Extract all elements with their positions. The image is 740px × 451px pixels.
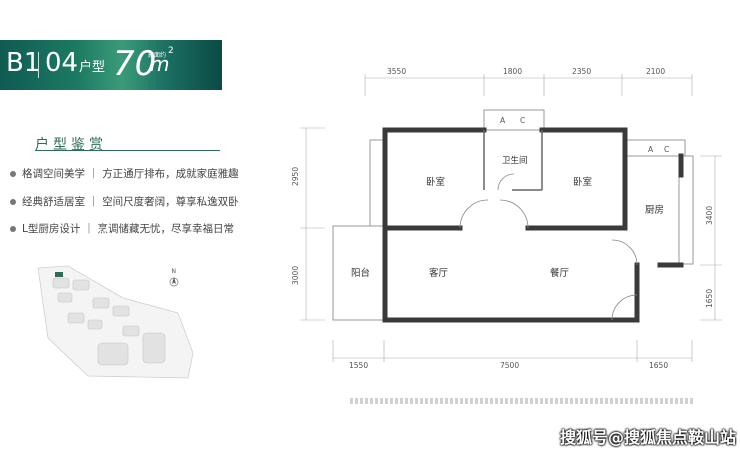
walls — [382, 127, 684, 323]
feature-title: 格调空间美学 — [22, 168, 85, 180]
feature-item: L型厨房设计 ｜ 烹调储藏无忧，尽享幸福日常 — [6, 221, 234, 236]
dim-top-3: 2350 — [572, 67, 591, 76]
dim-left-2: 3000 — [291, 266, 300, 285]
dim-bottom-2: 7500 — [500, 361, 519, 370]
room-bedroom-2: 卧室 — [573, 176, 592, 188]
compass-icon: N — [169, 268, 179, 287]
site-plan-minimap: N — [37, 265, 194, 379]
dim-bottom-1: 1550 — [349, 361, 368, 370]
block-label: B1 — [6, 48, 41, 78]
dim-right-2: 1650 — [705, 289, 714, 308]
dim-left-1: 2950 — [291, 167, 300, 186]
room-bathroom: 卫生间 — [502, 155, 528, 166]
dim-bottom-3: 1650 — [649, 361, 668, 370]
dim-top-1: 3550 — [387, 67, 406, 76]
feature-item: 经典舒适居室 ｜ 空间尺度奢阔，尊享私逸双卧 — [6, 194, 239, 209]
watermark: 搜狐号@搜狐焦点鞍山站 — [560, 428, 737, 447]
unit-number: 04 — [45, 48, 79, 78]
ac-label: A — [500, 116, 506, 125]
dim-top-2: 1800 — [503, 67, 522, 76]
feature-desc: 空间尺度奢阔，尊享私逸双卧 — [102, 196, 239, 208]
dim-top-4: 2100 — [646, 67, 665, 76]
ac-label: C — [664, 145, 669, 154]
ac-label: C — [520, 116, 525, 125]
room-balcony: 阳台 — [351, 267, 370, 279]
unit-type-label: 户型 — [79, 60, 106, 75]
room-bedroom-1: 卧室 — [426, 176, 445, 188]
highlight-building-icon — [55, 272, 63, 277]
bullet-icon — [10, 226, 16, 232]
feature-desc: 方正通厅排布，成就家庭雅趣 — [102, 168, 239, 180]
feature-desc: 烹调储藏无忧，尽享幸福日常 — [97, 223, 235, 235]
dimension-lines — [300, 74, 722, 362]
disclaimer-fine-print — [350, 398, 695, 404]
feature-title: 经典舒适居室 — [22, 196, 85, 208]
bullet-icon — [10, 199, 16, 205]
interior-partitions — [483, 130, 543, 191]
feature-title: L型厨房设计 — [22, 223, 81, 235]
section-title: 户型鉴赏 — [35, 137, 107, 153]
dim-right-1: 3400 — [705, 206, 714, 225]
area-unit: m — [150, 52, 170, 76]
room-dining: 餐厅 — [550, 267, 570, 279]
area-superscript: 2 — [168, 46, 174, 56]
room-kitchen: 厨房 — [645, 204, 664, 216]
bullet-icon — [10, 171, 16, 177]
unit-type-banner: B1 04 户型 70 建面约 m 2 — [0, 40, 222, 90]
area-note: 建面约 — [148, 52, 167, 59]
room-living: 客厅 — [429, 267, 449, 279]
door-swings — [459, 173, 638, 321]
ac-label: A — [648, 145, 654, 154]
compass-label: N — [172, 268, 177, 275]
banner-divider — [38, 52, 39, 78]
section-divider — [35, 150, 220, 151]
feature-item: 格调空间美学 ｜ 方正通厅排布，成就家庭雅趣 — [6, 166, 239, 181]
area-number: 70 — [113, 44, 157, 84]
